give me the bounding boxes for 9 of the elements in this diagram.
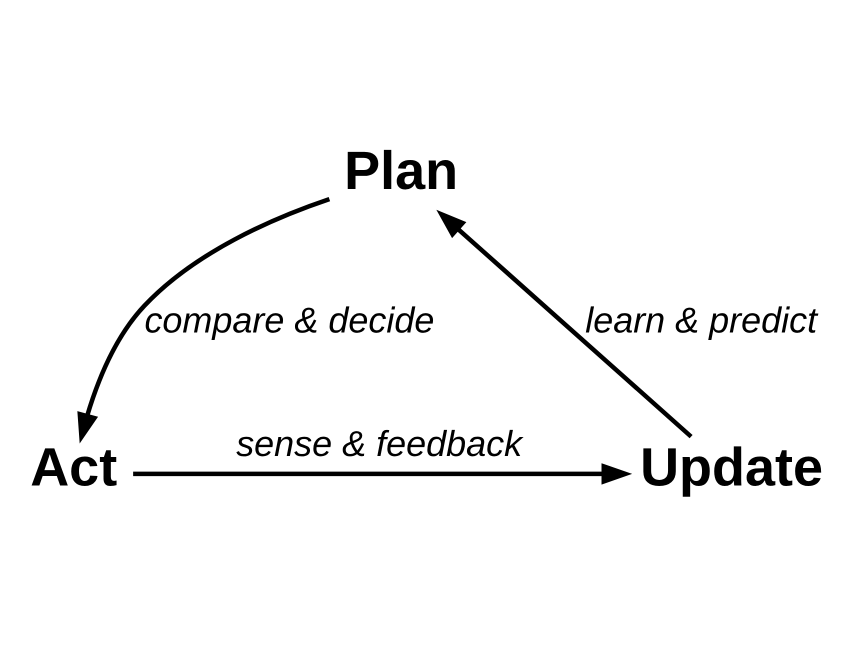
node-text: Act <box>30 437 118 498</box>
node-text: Plan <box>344 140 458 200</box>
node-text: Update <box>640 437 824 498</box>
edge-label: sense & feedback <box>236 422 522 464</box>
edge-label: compare & decide <box>144 299 434 340</box>
edge-label: learn & predict <box>585 299 818 340</box>
arrow <box>77 196 330 443</box>
arrow <box>436 209 693 438</box>
arrow <box>133 462 632 484</box>
